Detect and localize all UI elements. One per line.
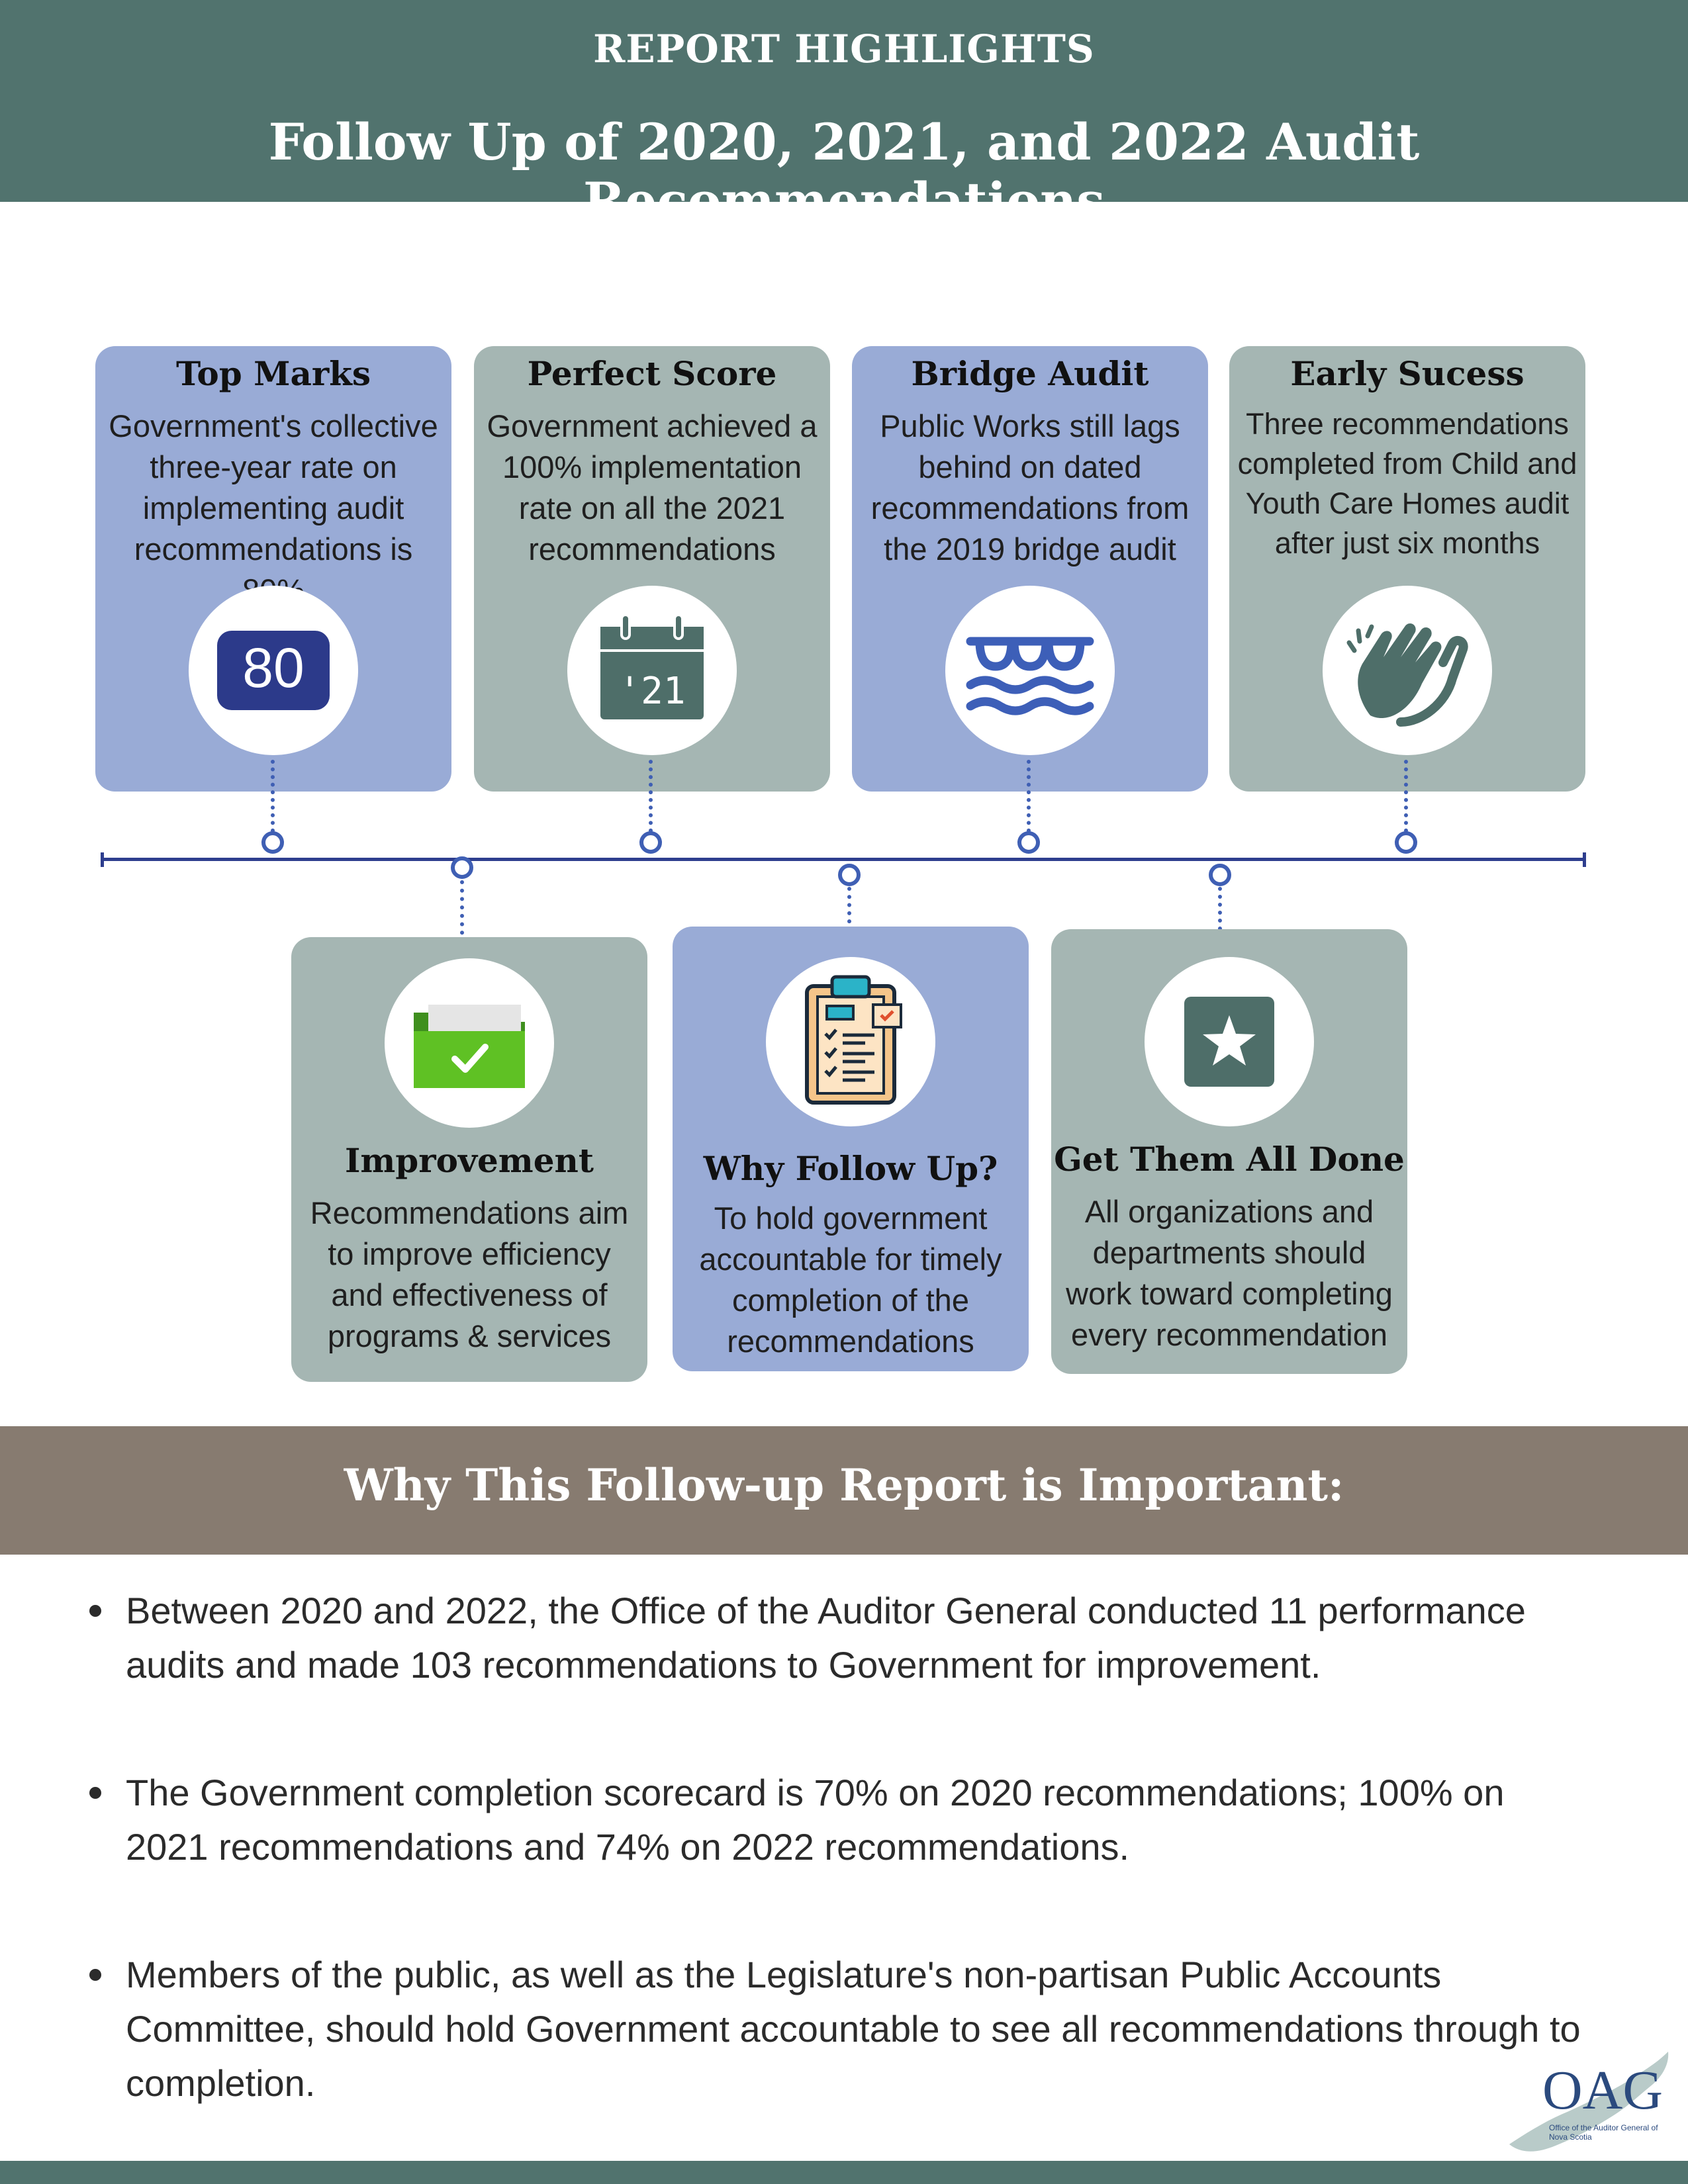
bullet-item: Members of the public, as well as the Le… [89,1948,1582,2111]
icon-circle [385,958,554,1128]
bullet-text: Members of the public, as well as the Le… [126,1954,1581,2104]
icon-circle: '21 [567,586,737,755]
card-title: Improvement [345,1141,594,1180]
timeline-line [101,858,1586,861]
icon-circle [766,957,935,1126]
logo-caption: Office of the Auditor General of Nova Sc… [1549,2123,1658,2142]
timeline-node [639,831,662,854]
bullet-dot [89,1605,101,1617]
card-improvement: Improvement Recommendations aim to impro… [291,937,647,1382]
timeline-node [451,856,473,879]
connector-dots [1218,887,1222,946]
card-why-follow-up: Why Follow Up? To hold government accoun… [673,927,1029,1371]
bullet-dot [89,1787,101,1799]
bullet-item: The Government completion scorecard is 7… [89,1766,1582,1874]
timeline-node [1017,831,1040,854]
card-text: Government achieved a 100% implementatio… [487,408,818,567]
section-title: Why This Follow-up Report is Important: [344,1459,1344,1511]
report-header: REPORT HIGHLIGHTS Follow Up of 2020, 202… [0,0,1688,230]
bullet-text: The Government completion scorecard is 7… [126,1772,1505,1868]
icon-circle [945,586,1115,755]
bridge-water-icon [966,637,1094,715]
timeline-start-tick [101,852,104,867]
card-title: Top Marks [175,354,371,393]
report-subtitle: REPORT HIGHLIGHTS [593,26,1095,71]
timeline-node [261,831,284,854]
section-band: Why This Follow-up Report is Important: [0,1426,1688,1555]
calendar-label: '21 [618,670,685,713]
connector-dots [649,760,653,833]
connector-dots [1404,760,1408,833]
calendar-icon: '21 [600,614,704,719]
icon-circle: 80 [189,586,358,755]
timeline-node [1209,864,1231,886]
card-text: Recommendations aim to improve efficienc… [310,1195,629,1353]
card-text: All organizations and departments should… [1066,1194,1393,1352]
folder-check-icon [414,1005,525,1088]
card-title: Why Follow Up? [703,1149,998,1188]
bullet-dot [89,1969,101,1981]
footer-bar [0,2161,1688,2184]
connector-dots [460,880,464,943]
card-title: Perfect Score [527,354,777,393]
logo-letters: OAG [1542,2060,1663,2121]
connector-dots [847,887,851,948]
bullet-text: Between 2020 and 2022, the Office of the… [126,1590,1526,1686]
timeline-node [1395,831,1417,854]
card-text: To hold government accountable for timel… [699,1201,1002,1359]
report-title: Follow Up of 2020, 2021, and 2022 Audit … [268,113,1420,230]
icon-circle [1145,957,1314,1126]
card-title: Get Them All Done [1054,1140,1405,1179]
card-perfect-score: Perfect Score Government achieved a 100%… [474,346,830,792]
nova-scotia-map-icon [1509,2052,1669,2152]
card-early-success: Early Sucess Three recommendations compl… [1229,346,1585,792]
card-get-them-all-done: Get Them All Done All organizations and … [1051,929,1407,1374]
star-badge-icon [1184,997,1274,1087]
connector-dots [1027,760,1031,833]
connector-dots [271,760,275,833]
card-top-marks: Top Marks Government's collective three-… [95,346,451,792]
card-text: Three recommendations completed from Chi… [1237,407,1577,560]
oag-logo: OAG Office of the Auditor General of Nov… [1503,2045,1675,2158]
bullet-item: Between 2020 and 2022, the Office of the… [89,1584,1582,1692]
card-title: Early Sucess [1290,354,1524,393]
card-text: Government's collective three-year rate … [109,408,438,608]
card-bridge-audit: Bridge Audit Public Works still lags beh… [852,346,1208,792]
card-text: Public Works still lags behind on dated … [870,408,1190,567]
card-title: Bridge Audit [911,354,1149,393]
timeline-end-tick [1583,852,1586,867]
80-badge-icon: 80 [217,631,330,710]
icon-circle [1323,586,1492,755]
timeline-node [838,864,861,886]
clipboard-checklist-icon [805,975,902,1105]
badge-label: 80 [242,637,304,699]
clapping-hands-icon [1346,623,1468,727]
